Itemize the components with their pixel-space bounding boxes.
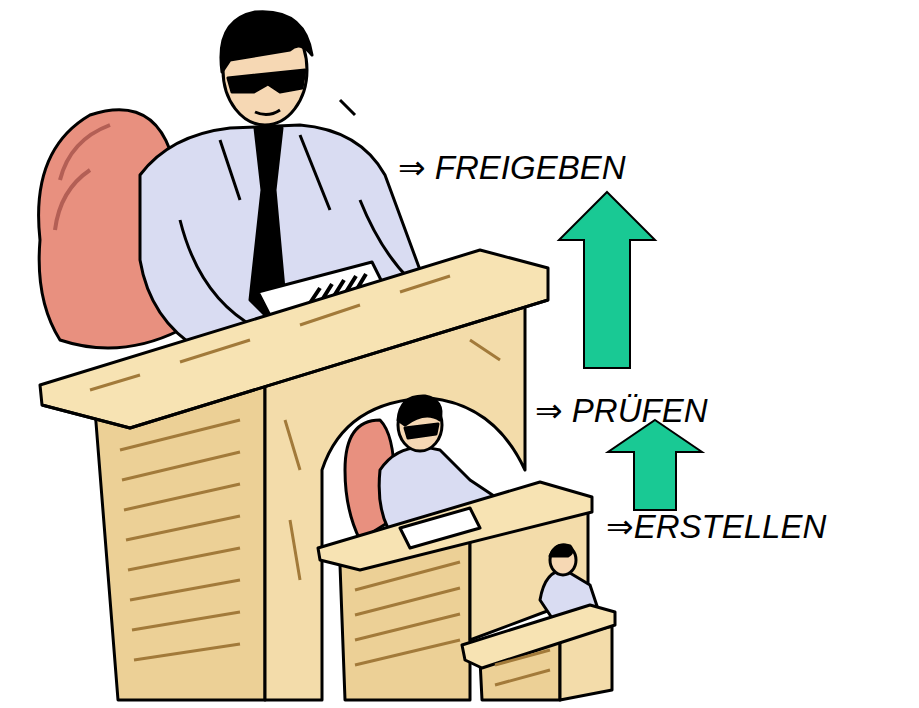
trainee-figure-part — [550, 545, 572, 556]
boss-figure-part — [221, 12, 312, 72]
boss-figure-part — [228, 70, 305, 92]
flow-arrow-part — [559, 192, 655, 368]
trainee-desk-part — [495, 650, 550, 685]
trainee-figure-part — [550, 545, 576, 575]
boss-desk-part — [120, 420, 240, 660]
boss-desk-part — [90, 276, 450, 390]
clerk-figure-part — [405, 424, 438, 438]
flow-arrow-part — [608, 420, 702, 510]
step-label: ⇒ERSTELLEN — [606, 510, 826, 543]
boss-figure-part — [255, 110, 280, 115]
clerk-desk-part — [318, 482, 592, 570]
boss-desk-part — [40, 250, 548, 428]
boss-chair-part — [55, 170, 90, 230]
boss-figure-part — [220, 140, 240, 200]
boss-figure-part — [300, 135, 330, 210]
clerk-desk-part — [400, 508, 480, 548]
boss-figure-part — [340, 100, 355, 115]
flow-arrow — [559, 192, 702, 510]
step-label: ⇒ FREIGEBEN — [398, 151, 626, 184]
trainee-desk-part — [462, 605, 615, 668]
boss-desk-part — [42, 300, 548, 428]
clerk-desk-part — [355, 562, 460, 665]
clerk-figure-part — [398, 396, 441, 425]
step-label: ⇒ PRÜFEN — [535, 394, 708, 427]
trainee-desk — [462, 605, 615, 700]
